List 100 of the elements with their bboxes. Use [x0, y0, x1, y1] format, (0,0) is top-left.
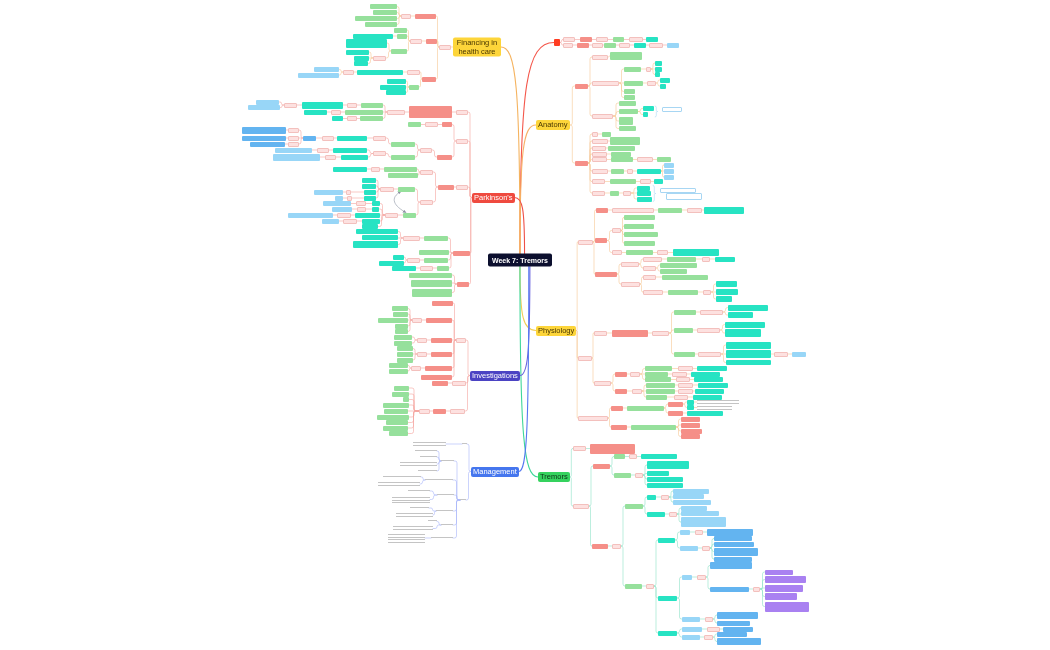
subtopic-box — [273, 154, 320, 161]
connector-line — [432, 267, 438, 269]
connector-line — [420, 476, 426, 481]
connector-line — [667, 252, 674, 253]
link-box — [578, 415, 608, 421]
subtopic-box — [655, 66, 662, 72]
connector-line — [342, 118, 348, 119]
connector-line — [653, 209, 659, 211]
connector-line — [650, 68, 656, 75]
subtopic-box — [667, 42, 679, 48]
connector-line — [414, 143, 421, 151]
subtopic-box — [637, 191, 651, 196]
connector-line — [414, 149, 421, 158]
subtopic-box — [626, 250, 653, 255]
connector-line — [668, 490, 674, 498]
subtopic-box — [304, 109, 327, 115]
link-box — [343, 218, 357, 224]
subtopic-box — [624, 215, 655, 220]
link-box — [697, 574, 706, 580]
connector-line — [368, 57, 374, 59]
connector-line — [636, 456, 642, 457]
subtopic-box — [394, 340, 412, 346]
subtopic-box — [682, 634, 700, 640]
connector-line — [451, 319, 457, 341]
connector-line — [609, 465, 615, 476]
subtopic-box — [425, 365, 452, 371]
connector-line — [606, 153, 612, 155]
subtopic-box — [655, 60, 662, 66]
subtopic-box — [393, 254, 404, 260]
connector-line — [591, 357, 595, 384]
subtopic-box — [765, 576, 806, 583]
connector-line — [632, 159, 638, 160]
subtopic-box — [647, 476, 683, 482]
connector-line — [385, 137, 392, 145]
subtopic-box — [707, 528, 753, 536]
connector-line — [695, 258, 703, 260]
connector-line — [597, 133, 603, 135]
subtopic-box — [619, 109, 638, 114]
link-box — [592, 80, 619, 86]
link-box — [325, 154, 336, 160]
connector-line — [402, 71, 408, 73]
subtopic-box — [590, 443, 635, 454]
connector-line — [559, 42, 564, 46]
link-box — [425, 122, 438, 127]
connector-line — [689, 531, 696, 533]
connector-line — [650, 62, 656, 70]
connector-line — [574, 39, 581, 40]
link-box — [410, 38, 422, 44]
subtopic-box — [765, 601, 809, 612]
connector-line — [695, 311, 701, 313]
subtopic-box — [364, 195, 376, 201]
subtopic-box — [577, 42, 589, 48]
connector-line — [606, 240, 613, 253]
subtopic-box — [624, 223, 654, 229]
subtopic-box — [673, 488, 709, 494]
link-box — [417, 337, 427, 343]
subtopic-box — [356, 229, 398, 234]
connector-line — [621, 252, 627, 253]
subtopic-box — [333, 166, 367, 172]
subtopic-box — [646, 388, 675, 394]
connector-line — [419, 479, 426, 485]
connector-line — [626, 390, 633, 392]
connector-line — [403, 259, 408, 264]
connector-line — [609, 456, 615, 467]
link-box — [612, 207, 654, 213]
connector-line — [759, 588, 766, 607]
subtopic-box — [710, 586, 749, 592]
subtopic-box — [614, 472, 631, 478]
subtopic-box — [624, 240, 655, 246]
subtopic-box — [637, 168, 661, 174]
subtopic-box — [592, 543, 608, 549]
connector-line — [465, 339, 471, 376]
connector-line — [691, 576, 698, 578]
connector-line — [622, 407, 628, 409]
connector-line — [660, 170, 665, 178]
subtopic-box — [710, 562, 752, 569]
connector-line — [719, 329, 726, 334]
connector-line — [469, 197, 473, 254]
connector-line — [385, 153, 392, 158]
connector-line — [319, 156, 326, 158]
subtopic-box — [611, 157, 633, 162]
connector-line — [686, 373, 692, 375]
connector-line — [451, 124, 457, 142]
link-box — [705, 616, 713, 622]
link-box — [596, 37, 608, 42]
subtopic-box — [610, 179, 636, 184]
connector-line — [607, 140, 611, 142]
subtopic-box — [411, 279, 452, 287]
connector-line — [437, 124, 443, 125]
connector-line — [368, 51, 374, 59]
connector-line — [426, 339, 432, 341]
subtopic-box — [658, 207, 682, 213]
subtopic-box — [624, 232, 658, 237]
subtopic-box — [637, 185, 650, 191]
subtopic-box — [660, 268, 687, 274]
connector-line — [569, 124, 576, 164]
subtopic-box — [728, 304, 768, 311]
link-box — [700, 309, 723, 315]
subtopic-box — [422, 76, 436, 82]
connector-line — [356, 104, 362, 106]
